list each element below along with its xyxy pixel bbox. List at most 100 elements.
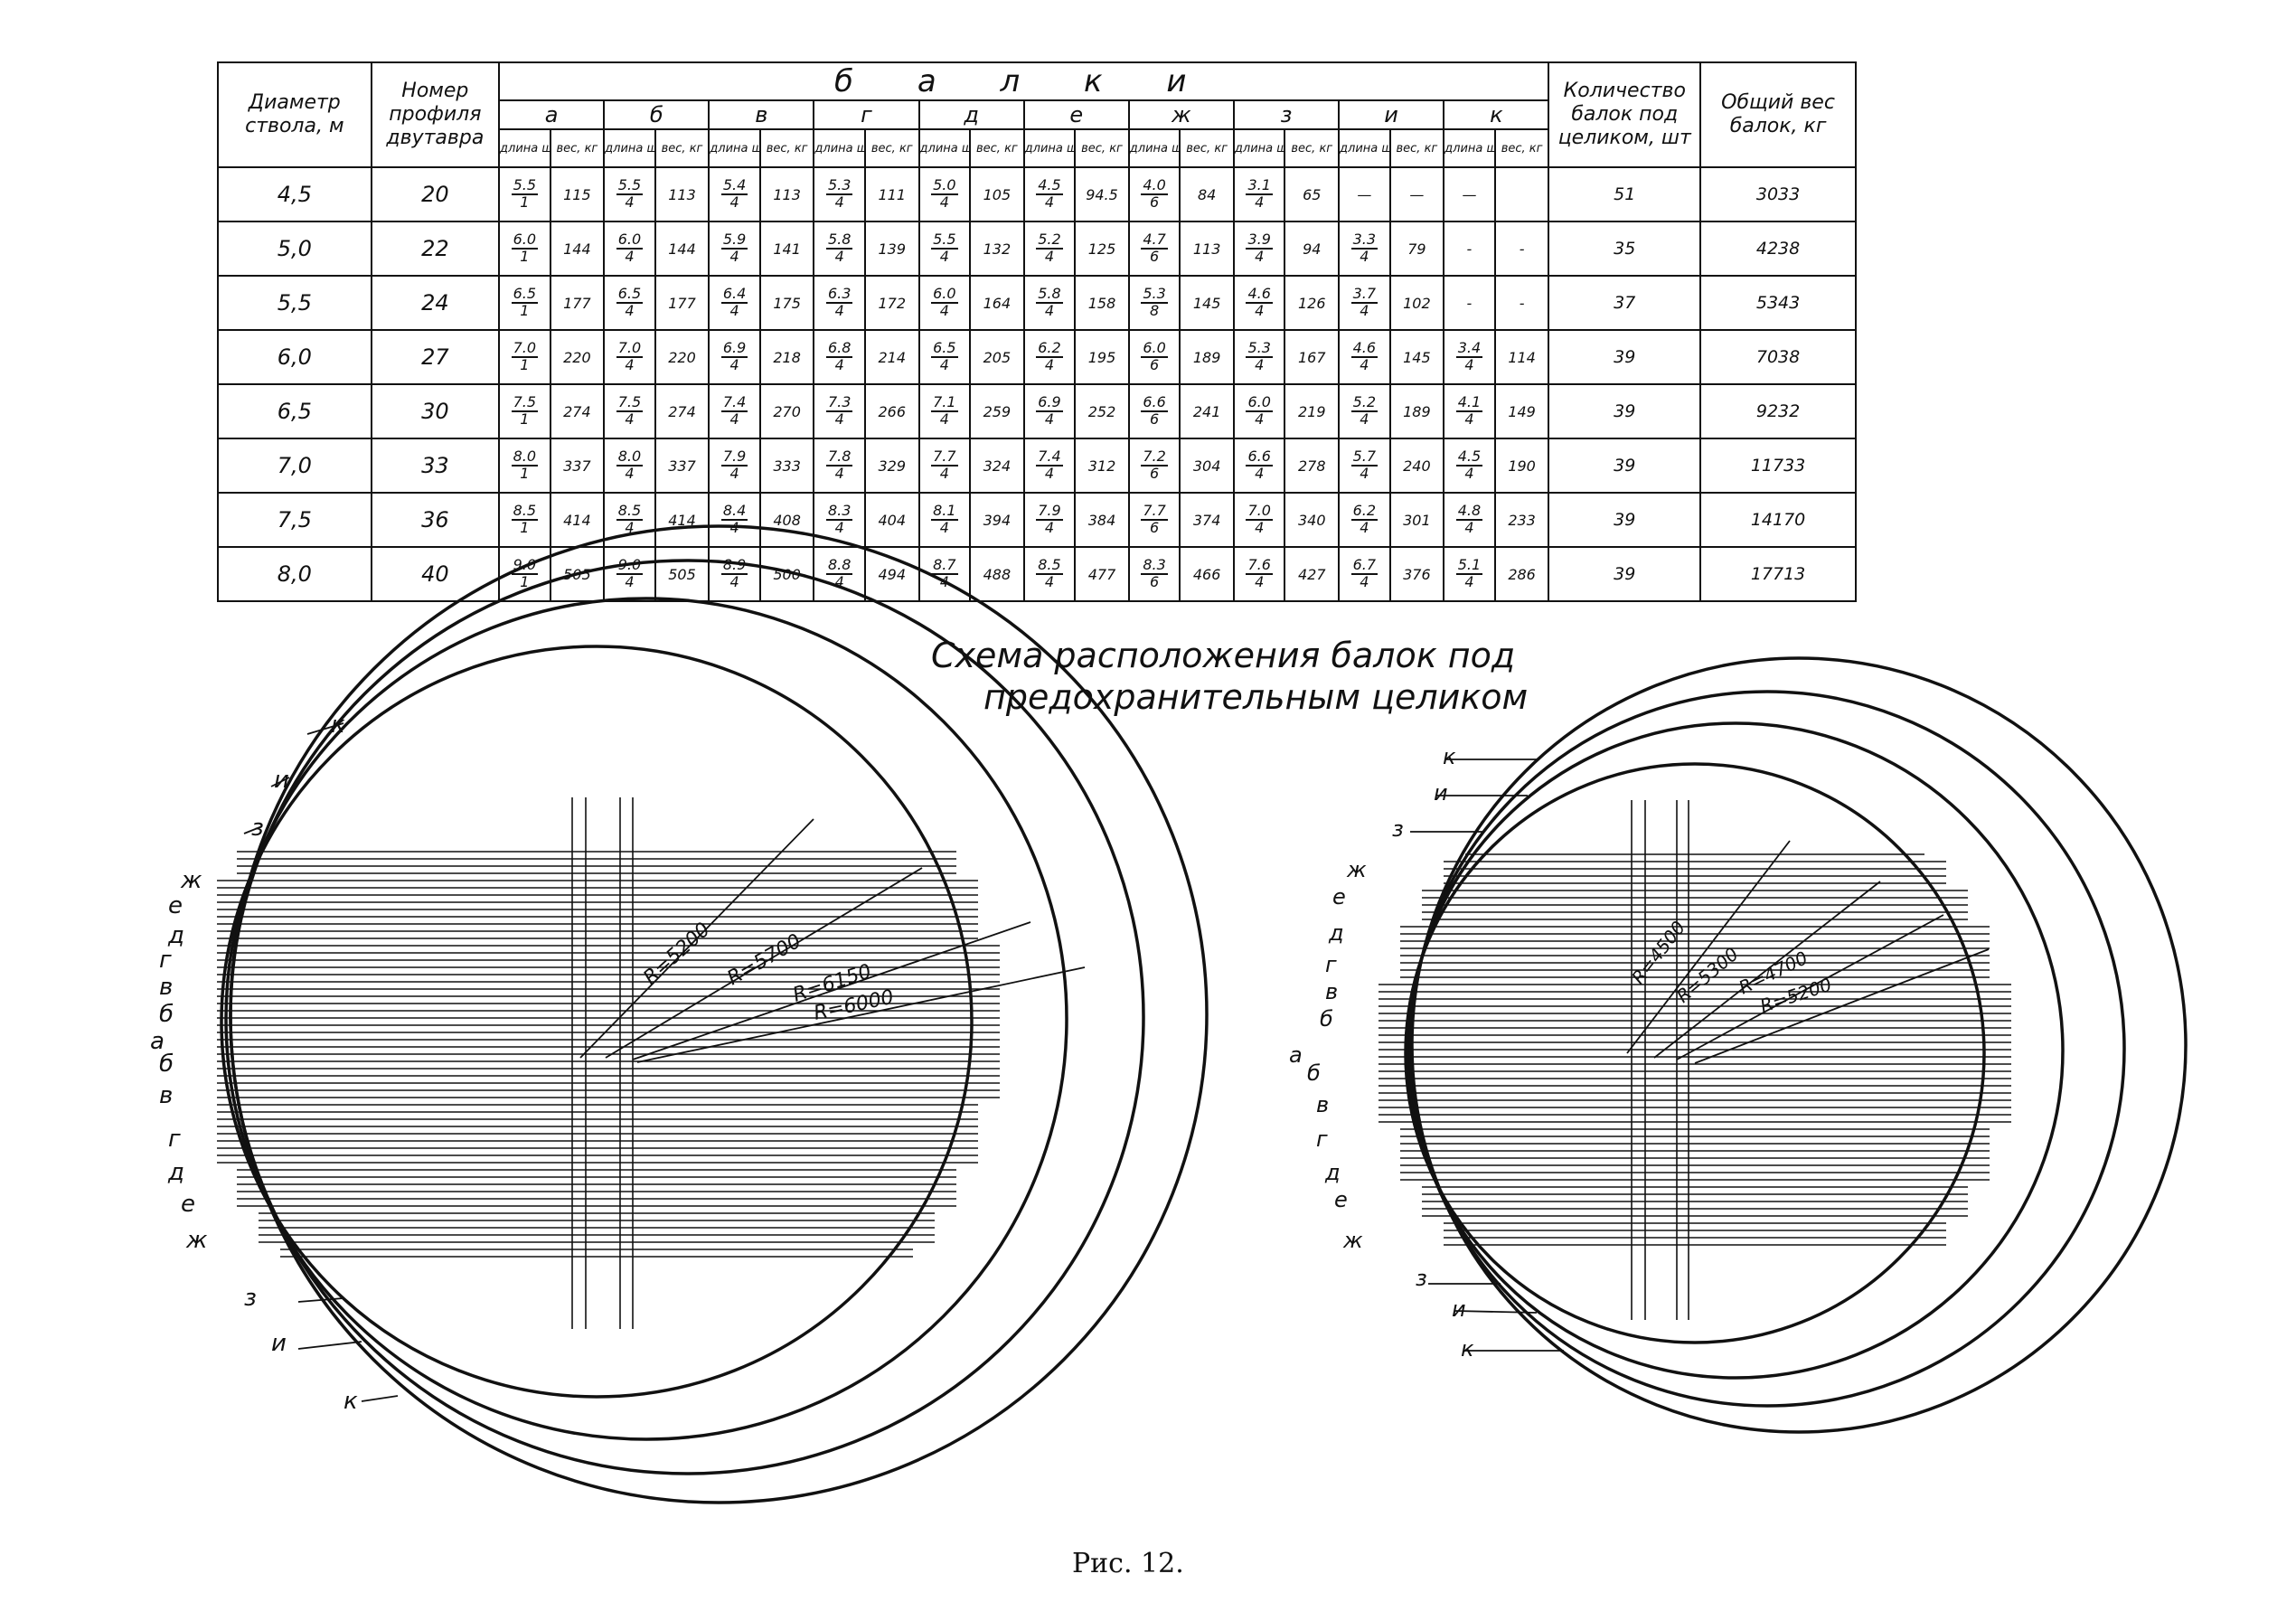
- beam-length: 6.2: [1036, 339, 1063, 358]
- cell-diameter: 8,0: [217, 546, 372, 602]
- cell-weight: 158: [1074, 275, 1130, 331]
- beam-group-header: д: [917, 99, 1025, 130]
- beam-count: 4: [939, 410, 949, 428]
- diagram-title: Схема расположения балок под предохранит…: [931, 635, 1546, 718]
- cell-weight: 374: [1179, 492, 1235, 548]
- beam-length: 8.3: [825, 502, 853, 521]
- beam-length: 7.4: [720, 393, 748, 412]
- cell-weight: 115: [549, 166, 606, 222]
- beam-group-label: д: [167, 922, 184, 949]
- beam-count: 4: [1360, 518, 1369, 536]
- cell-weight: 65: [1284, 166, 1341, 222]
- sub-header-weight: вес, кг: [549, 128, 606, 168]
- beam-length: 7.9: [720, 448, 748, 466]
- beam-length: 4.5: [1036, 176, 1063, 195]
- beam-group-label: б: [159, 1001, 174, 1028]
- beam-count: 4: [625, 193, 635, 211]
- radius-line: [1653, 881, 1881, 1059]
- sub-header-weight: вес, кг: [863, 128, 920, 168]
- beam-length: 4.6: [1350, 339, 1379, 358]
- beam-count: 4: [1044, 464, 1055, 482]
- cell-weight: 139: [863, 221, 920, 277]
- cell-weight: 220: [549, 329, 606, 385]
- beam-group-label: з: [251, 815, 264, 842]
- sub-header-length-count: длина шт: [603, 128, 656, 168]
- sub-header-length-count: длина шт: [1127, 128, 1181, 168]
- beam-count: 4: [1255, 518, 1265, 536]
- beam-length: —: [1357, 185, 1372, 203]
- cell-weight: 190: [1493, 438, 1550, 494]
- beam-length: 6.8: [825, 339, 853, 358]
- beam-group-label: г: [1325, 952, 1337, 977]
- beam-group-label: ж: [1346, 857, 1367, 882]
- beam-group-label: в: [1325, 979, 1338, 1004]
- beam-count: 4: [625, 355, 635, 373]
- beam-count: 4: [939, 355, 949, 373]
- cell-weight: 505: [654, 546, 710, 602]
- col-header-diameter: Диаметр ствола, м: [217, 61, 372, 168]
- beam-length: 6.9: [1036, 393, 1063, 412]
- beam-group-label: ж: [185, 1227, 208, 1254]
- sub-header-length-count: длина шт: [1443, 128, 1496, 168]
- cell-weight: 278: [1284, 438, 1341, 494]
- cell-weight: 376: [1388, 546, 1445, 602]
- cell-weight: 164: [969, 275, 1025, 331]
- beam-count: 1: [520, 193, 530, 211]
- beam-group-label: б: [1307, 1060, 1321, 1086]
- beam-length: 8.1: [931, 502, 958, 521]
- leader-line: [306, 722, 344, 735]
- beam-length: 7.2: [1141, 448, 1168, 466]
- cell-weight: 274: [654, 383, 710, 439]
- beam-length: 6.0: [931, 285, 958, 304]
- cell-profile: 40: [370, 546, 501, 602]
- beam-length: 5.8: [825, 231, 853, 250]
- cell-weight: 301: [1388, 492, 1445, 548]
- sub-header-weight: вес, кг: [969, 128, 1025, 168]
- beam-length: 5.1: [1455, 556, 1483, 575]
- beam-length: 6.3: [825, 285, 853, 304]
- beam-count: 4: [834, 410, 844, 428]
- beam-length: -: [1466, 294, 1473, 312]
- beam-count: 4: [1464, 572, 1474, 590]
- beam-group-header: к: [1443, 99, 1550, 130]
- beam-count: 6: [1149, 464, 1160, 482]
- radius-circle: [1408, 690, 2126, 1408]
- beam-count: 4: [729, 193, 739, 211]
- beam-length: 5.5: [931, 231, 958, 250]
- cell-weight: 113: [758, 166, 815, 222]
- beam-count: 1: [520, 301, 530, 319]
- cell-weight: 218: [758, 329, 815, 385]
- beam-length: 6.0: [1141, 339, 1168, 358]
- beam-count: 4: [1464, 464, 1474, 482]
- beam-group-label: в: [1316, 1092, 1329, 1117]
- cell-weight: 337: [654, 438, 710, 494]
- cell-weight: 114: [1493, 329, 1550, 385]
- beam-length: 6.5: [931, 339, 958, 358]
- cell-weight: 144: [549, 221, 606, 277]
- beam-group-label: и: [1434, 780, 1448, 806]
